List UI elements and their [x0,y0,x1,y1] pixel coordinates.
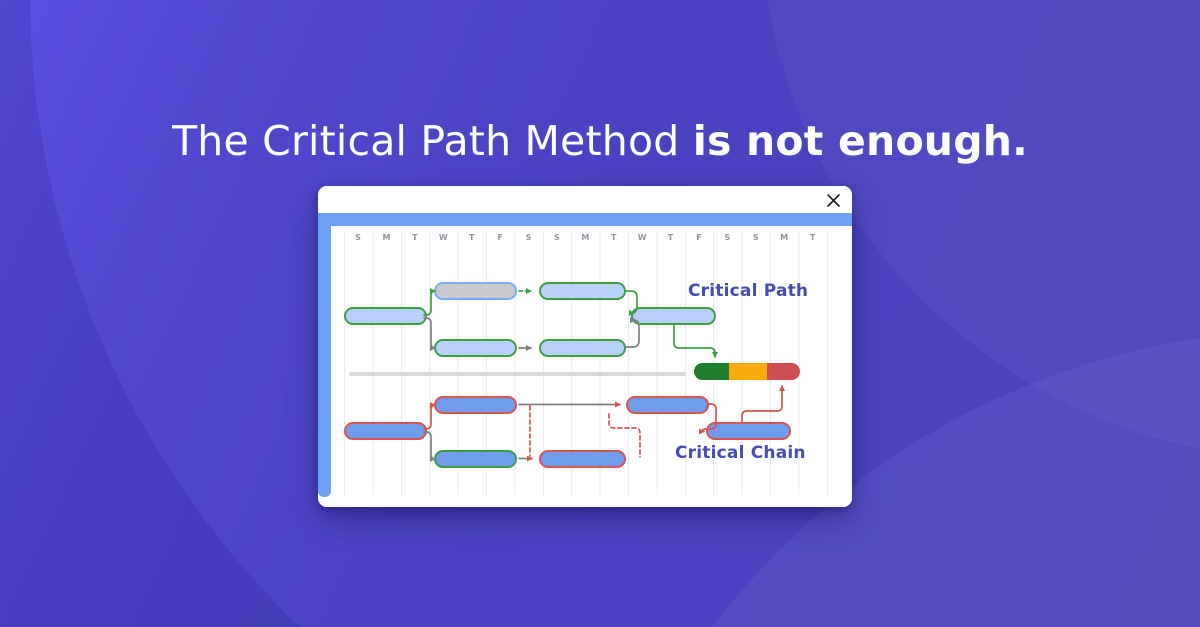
buffer-segment-amber [729,363,767,380]
buffer-segment-green [694,363,729,380]
cc-task-bar-green[interactable] [434,450,517,468]
cc-task-bar[interactable] [706,422,791,440]
day-label: F [497,233,504,242]
cc-task-bar[interactable] [434,396,517,414]
divider-line [349,372,686,376]
cc-task-bar[interactable] [539,450,626,468]
close-icon [826,193,840,207]
day-label: M [581,233,590,242]
day-label: S [724,233,731,242]
critical-path-label: Critical Path [688,281,809,301]
cc-task-bar[interactable] [344,422,427,440]
cc-task-bar[interactable] [626,396,709,414]
left-rail [318,226,331,497]
day-label: S [752,233,759,242]
cp-task-bar[interactable] [344,307,427,325]
page-title-bold: is not enough. [692,117,1028,165]
window-titlebar [318,186,852,213]
day-label: T [412,233,418,242]
page-title-regular: The Critical Path Method [172,117,693,165]
day-label: S [355,233,362,242]
day-label: M [780,233,789,242]
cp-task-bar[interactable] [539,339,626,357]
toolbar-bar [318,213,852,226]
day-label: S [554,233,561,242]
critical-chain-label: Critical Chain [675,443,806,463]
day-label: S [525,233,532,242]
day-label: T [667,233,674,242]
page-title: The Critical Path Method is not enough. [0,117,1200,165]
baseline-task-bar[interactable] [434,282,517,300]
day-label: W [438,233,448,242]
day-label: T [468,233,475,242]
buffer-segment-red [767,363,800,380]
close-button[interactable] [824,191,842,209]
day-label: F [696,233,702,242]
cp-task-bar[interactable] [631,307,716,325]
cp-task-bar[interactable] [539,282,626,300]
cp-task-bar[interactable] [434,339,517,357]
day-label: W [637,233,647,242]
day-label: T [809,233,816,242]
buffer-bar [694,363,800,380]
day-label: T [610,233,617,242]
day-label: M [382,233,391,242]
